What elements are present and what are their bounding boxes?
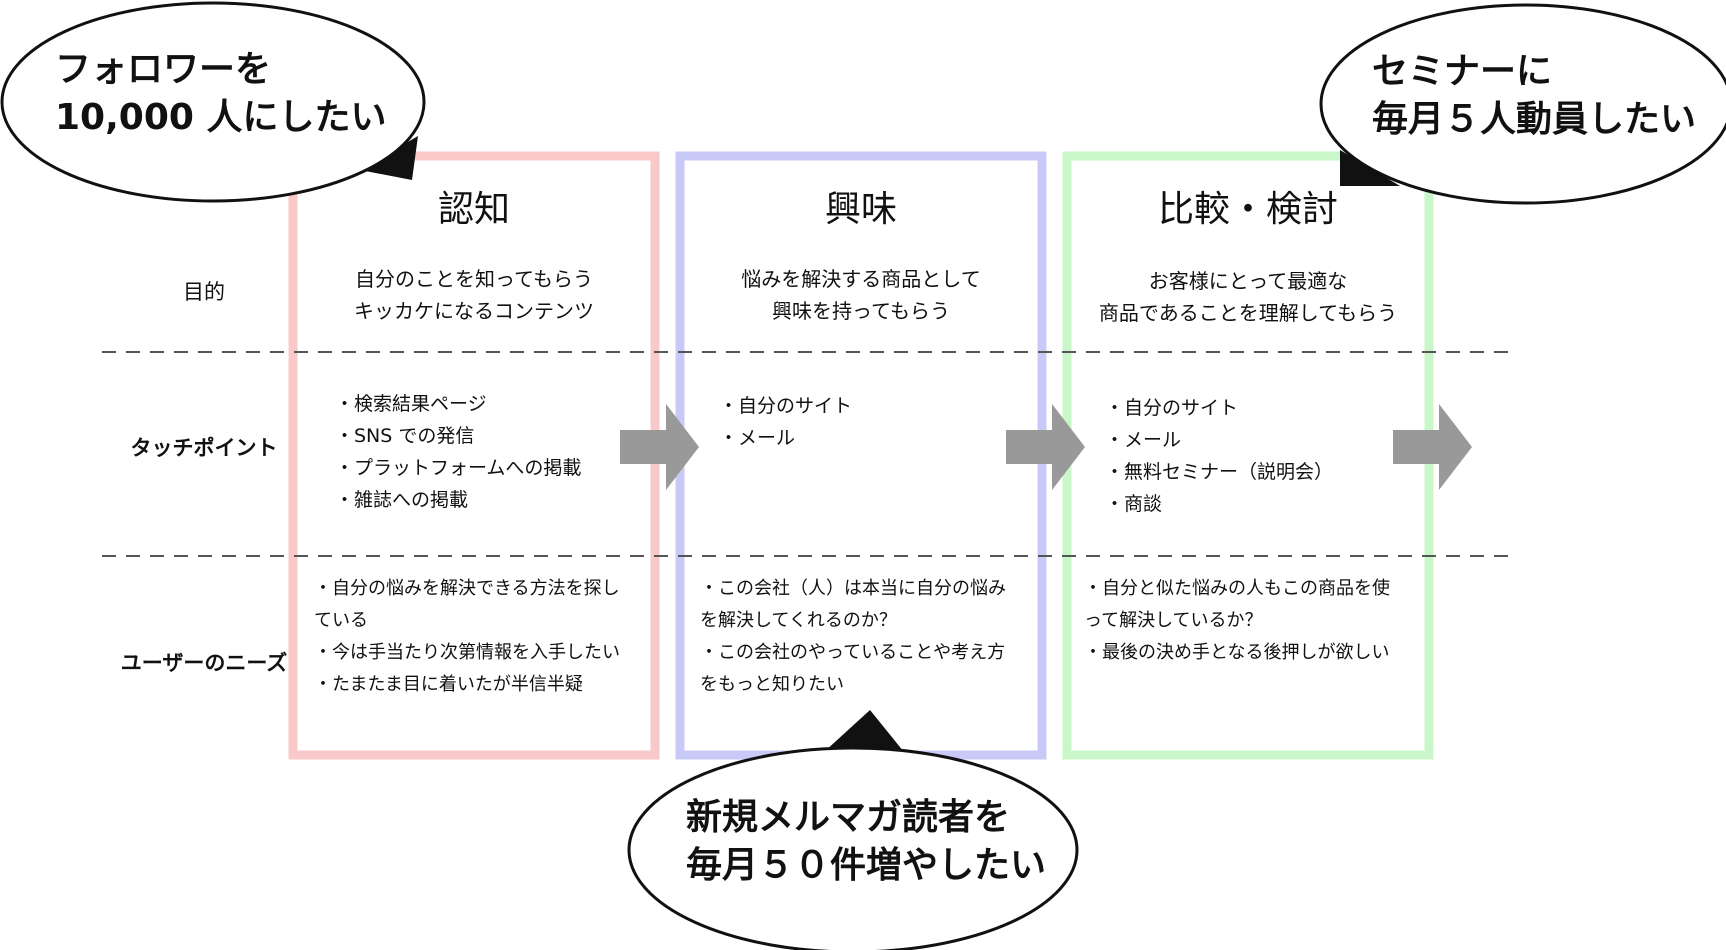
touchpoint-item: ・検索結果ページ bbox=[335, 393, 487, 415]
touchpoint-item: ・無料セミナー（説明会） bbox=[1105, 461, 1334, 483]
row-label-needs: ユーザーのニーズ bbox=[120, 651, 288, 675]
purpose-line: 商品であることを理解してもらう bbox=[1098, 301, 1398, 325]
touchpoint-item: ・自分のサイト bbox=[719, 395, 853, 417]
row-label-touchpoint: タッチポイント bbox=[130, 436, 278, 460]
speech-bubble-newsletter bbox=[627, 710, 1079, 950]
bubble-line: 10,000 人にしたい bbox=[55, 97, 387, 138]
touchpoint-list-interest: ・自分のサイト ・メール bbox=[719, 390, 852, 454]
touchpoint-item: ・メール bbox=[719, 427, 796, 449]
needs-item: ・自分と似た悩みの人もこの商品を使って解決しているか？ bbox=[1084, 578, 1390, 631]
bubble-line: 毎月５０件増やしたい bbox=[686, 845, 1047, 886]
touchpoint-item: ・商談 bbox=[1105, 493, 1163, 515]
flow-arrow-1 bbox=[620, 404, 699, 490]
speech-bubble-followers bbox=[0, 1, 426, 203]
stage-purpose-interest: 悩みを解決する商品として 興味を持ってもらう bbox=[679, 263, 1043, 327]
row-label-purpose: 目的 bbox=[183, 280, 225, 304]
bubble-text-followers: フォロワーを 10,000 人にしたい bbox=[55, 46, 386, 142]
needs-item: ・今は手当たり次第情報を入手したい bbox=[314, 642, 620, 663]
purpose-line: 興味を持ってもらう bbox=[772, 299, 950, 323]
needs-list-interest: ・この会社（人）は本当に自分の悩みを解決してくれるのか？ ・この会社のやっている… bbox=[700, 573, 1022, 701]
bubble-text-seminar: セミナーに 毎月５人動員したい bbox=[1372, 48, 1696, 144]
needs-item: ・この会社のやっていることや考え方をもっと知りたい bbox=[700, 642, 1006, 695]
bubble-line: 毎月５人動員したい bbox=[1372, 99, 1697, 140]
stage-purpose-awareness: 自分のことを知ってもらう キッカケになるコンテンツ bbox=[292, 263, 656, 327]
flow-arrow-3 bbox=[1393, 404, 1472, 490]
purpose-line: 自分のことを知ってもらう bbox=[355, 267, 593, 291]
touchpoint-item: ・メール bbox=[1105, 429, 1182, 451]
flow-arrow-2 bbox=[1006, 404, 1085, 490]
bubble-line: フォロワーを bbox=[55, 49, 272, 90]
touchpoint-list-awareness: ・検索結果ページ ・SNS での発信 ・プラットフォームへの掲載 ・雑誌への掲載 bbox=[335, 388, 581, 516]
stage-title-comparison: 比較・検討 bbox=[1157, 189, 1338, 230]
stage-purpose-comparison: お客様にとって最適な 商品であることを理解してもらう bbox=[1066, 265, 1430, 329]
bubble-line: セミナーに bbox=[1372, 51, 1553, 92]
touchpoint-item: ・雑誌への掲載 bbox=[335, 489, 469, 511]
needs-item: ・自分の悩みを解決できる方法を探している bbox=[314, 578, 620, 631]
needs-list-awareness: ・自分の悩みを解決できる方法を探している ・今は手当たり次第情報を入手したい ・… bbox=[314, 573, 636, 701]
touchpoint-item: ・SNS での発信 bbox=[335, 425, 475, 447]
speech-bubble-seminar bbox=[1319, 3, 1726, 205]
needs-item: ・最後の決め手となる後押しが欲しい bbox=[1084, 642, 1390, 663]
purpose-line: キッカケになるコンテンツ bbox=[354, 299, 594, 323]
stage-title-interest: 興味 bbox=[824, 189, 897, 230]
bubble-line: 新規メルマガ読者を bbox=[686, 797, 1011, 838]
touchpoint-item: ・自分のサイト bbox=[1105, 397, 1239, 419]
purpose-line: お客様にとって最適な bbox=[1148, 269, 1348, 293]
touchpoint-list-comparison: ・自分のサイト ・メール ・無料セミナー（説明会） ・商談 bbox=[1105, 392, 1333, 520]
purpose-line: 悩みを解決する商品として bbox=[741, 267, 981, 291]
touchpoint-item: ・プラットフォームへの掲載 bbox=[335, 457, 582, 479]
needs-item: ・この会社（人）は本当に自分の悩みを解決してくれるのか？ bbox=[700, 578, 1006, 631]
bubble-text-newsletter: 新規メルマガ読者を 毎月５０件増やしたい bbox=[686, 794, 1046, 890]
needs-list-comparison: ・自分と似た悩みの人もこの商品を使って解決しているか？ ・最後の決め手となる後押… bbox=[1084, 573, 1406, 669]
needs-item: ・たまたま目に着いたが半信半疑 bbox=[314, 674, 583, 695]
stage-title-awareness: 認知 bbox=[437, 189, 510, 230]
